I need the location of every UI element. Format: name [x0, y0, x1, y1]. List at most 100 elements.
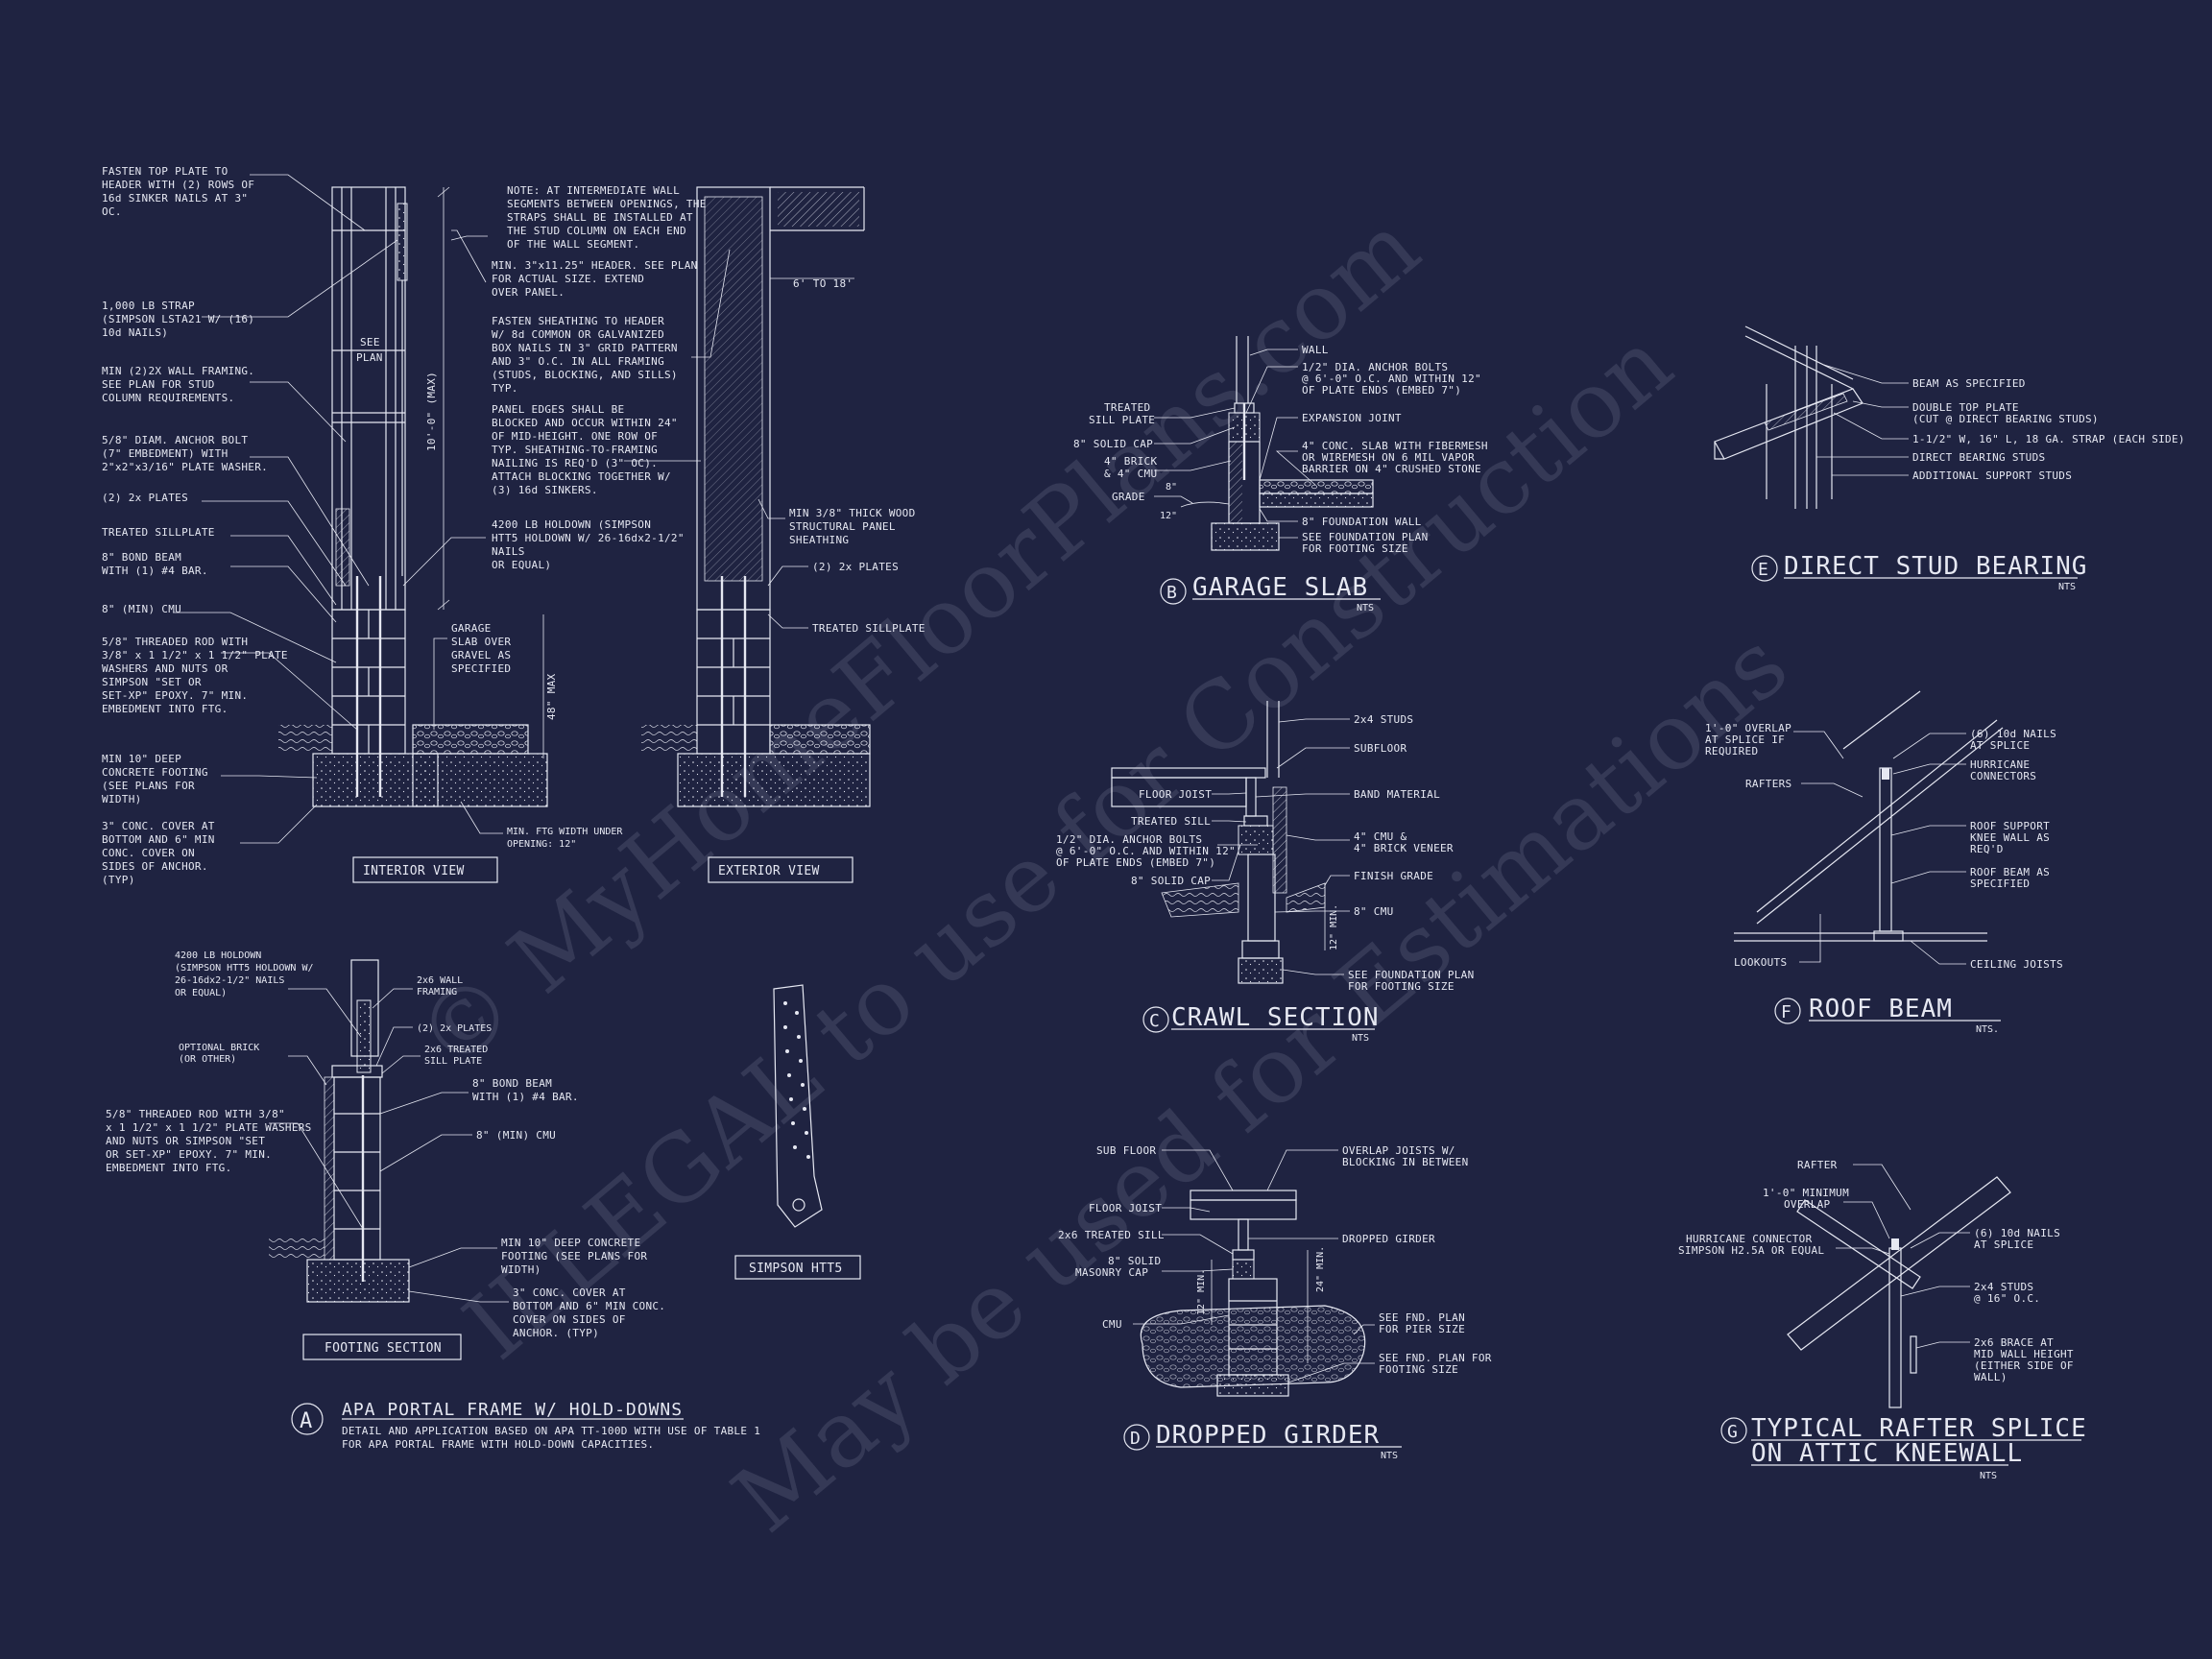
note-line: SIMPSON "SET OR [102, 676, 202, 688]
label: @ 16" O.C. [1974, 1292, 2040, 1305]
label: FOR FOOTING SIZE [1348, 980, 1455, 993]
label: AT SPLICE [1974, 1238, 2033, 1251]
label: FOOTING SIZE [1379, 1363, 1458, 1376]
note-line: (2) 2x PLATES [102, 492, 188, 504]
label: REQUIRED [1705, 745, 1758, 757]
label: FOR PIER SIZE [1379, 1323, 1465, 1335]
note-line: 1,000 LB STRAP [102, 300, 195, 312]
note-line: FOOTING (SEE PLANS FOR [501, 1250, 647, 1262]
note-line: NOTE: AT INTERMEDIATE WALL [507, 184, 680, 197]
label: REQ'D [1970, 843, 2004, 855]
detail-b-title: GARAGE SLAB [1192, 573, 1368, 602]
note-line: 2"x2"x3/16" PLATE WASHER. [102, 461, 268, 473]
label: 8" CMU [1354, 905, 1394, 918]
note-line: STRUCTURAL PANEL [789, 520, 896, 533]
label: SEE FOUNDATION PLAN [1348, 969, 1475, 981]
note-line: SHEATHING [789, 534, 849, 546]
note-line: COLUMN REQUIREMENTS. [102, 392, 234, 404]
label: TREATED [1104, 401, 1150, 414]
detail-a-subtitle-1: DETAIL AND APPLICATION BASED ON APA TT-1… [342, 1425, 760, 1437]
label: (CUT @ DIRECT BEARING STUDS) [1912, 413, 2099, 425]
label: OF PLATE ENDS (EMBED 7") [1302, 384, 1461, 397]
note-line: SET-XP" EPOXY. 7" MIN. [102, 689, 248, 702]
detail-d-scale: NTS [1381, 1451, 1398, 1461]
detail-c-scale: NTS [1352, 1033, 1369, 1044]
label: (EITHER SIDE OF [1974, 1359, 2074, 1372]
note-line: OPTIONAL BRICK [179, 1043, 259, 1053]
note-line: BOX NAILS IN 3" GRID PATTERN [492, 342, 678, 354]
note-line: PANEL EDGES SHALL BE [492, 403, 624, 416]
note-line: MIN (2)2X WALL FRAMING. [102, 365, 254, 377]
label: & 4" CMU [1104, 468, 1157, 480]
note-line: WASHERS AND NUTS OR [102, 662, 228, 675]
label: 4" BRICK [1104, 455, 1157, 468]
label: 2x6 TREATED SILL [1058, 1229, 1165, 1241]
note-line: HTT5 HOLDOWN W/ 26-16dx2-1/2" [492, 532, 685, 544]
label: 1'-0" MINIMUM [1763, 1187, 1849, 1199]
note-line: (SEE PLANS FOR [102, 780, 195, 792]
note-line: 3/8" x 1 1/2" x 1 1/2" PLATE [102, 649, 288, 661]
footing-section-label: FOOTING SECTION [325, 1341, 442, 1356]
note-line: FRAMING [417, 987, 457, 998]
label: RAFTER [1797, 1159, 1838, 1171]
detail-e-letter: E [1758, 560, 1769, 580]
note-line: FASTEN TOP PLATE TO [102, 165, 228, 178]
note-line: STRAPS SHALL BE INSTALLED AT [507, 211, 693, 224]
label: LOOKOUTS [1734, 956, 1787, 969]
label: 8" FOUNDATION WALL [1302, 516, 1422, 528]
label: OR WIREMESH ON 6 MIL VAPOR [1302, 451, 1475, 464]
detail-d-letter: D [1130, 1429, 1142, 1449]
note-line: SEE PLAN FOR STUD [102, 378, 215, 391]
note-line: MIN 3/8" THICK WOOD [789, 507, 916, 519]
note-line: SPECIFIED [451, 662, 511, 675]
label: SILL PLATE [1089, 414, 1155, 426]
detail-d-title: DROPPED GIRDER [1156, 1421, 1380, 1450]
note-line: 2x6 WALL [417, 975, 463, 986]
label: 2x4 STUDS [1354, 713, 1413, 726]
note-line: 10d NAILS) [102, 326, 168, 339]
note-line: TREATED SILLPLATE [812, 622, 926, 635]
label: (6) 10d NAILS [1974, 1227, 2060, 1239]
label: SUBFLOOR [1354, 742, 1407, 755]
detail-a-subtitle-2: FOR APA PORTAL FRAME WITH HOLD-DOWN CAPA… [342, 1438, 654, 1451]
note-line: BOTTOM AND 6" MIN CONC. [513, 1300, 665, 1312]
note-line: OR EQUAL) [175, 988, 227, 998]
dim-label: 8" [1166, 482, 1177, 493]
detail-a-title-block: A APA PORTAL FRAME W/ HOLD-DOWNS DETAIL … [291, 1400, 760, 1451]
label: SPECIFIED [1970, 878, 2030, 890]
note-line: BOTTOM AND 6" MIN [102, 833, 215, 846]
six-to-18-dim: 6' TO 18' [793, 277, 853, 290]
label: SEE FOUNDATION PLAN [1302, 531, 1429, 543]
note-line: 26-16dx2-1/2" NAILS [175, 975, 284, 986]
label: 1-1/2" W, 16" L, 18 GA. STRAP (EACH SIDE… [1912, 433, 2185, 445]
detail-d-dropped-girder: SUB FLOOR FLOOR JOIST 2x6 TREATED SILL 8… [1058, 1144, 1492, 1461]
label: DOUBLE TOP PLATE [1912, 401, 2019, 414]
label: RAFTERS [1745, 778, 1791, 790]
note-line: 4200 LB HOLDOWN (SIMPSON [492, 518, 651, 531]
label: SEE FND. PLAN FOR [1379, 1352, 1492, 1364]
label: SEE FND. PLAN [1379, 1311, 1465, 1324]
note-line: OC. [102, 205, 122, 218]
label: CMU [1102, 1318, 1122, 1331]
label: ROOF SUPPORT [1970, 820, 2050, 832]
note-line: 3" CONC. COVER AT [513, 1286, 626, 1299]
note-line: 5/8" DIAM. ANCHOR BOLT [102, 434, 248, 446]
note-line: NAILS [492, 545, 525, 558]
detail-a-middle-notes: NOTE: AT INTERMEDIATE WALL SEGMENTS BETW… [402, 184, 731, 850]
note-line: TREATED SILLPLATE [102, 526, 215, 539]
label: BEAM AS SPECIFIED [1912, 377, 2026, 390]
note-line: MIN 10" DEEP CONCRETE [501, 1237, 640, 1249]
note-line: FASTEN SHEATHING TO HEADER [492, 315, 664, 327]
note-line: (SIMPSON LSTA21 W/ (16) [102, 313, 254, 325]
detail-g-title-1: TYPICAL RAFTER SPLICE [1751, 1414, 2087, 1443]
label: 2x6 BRACE AT [1974, 1336, 2054, 1349]
label: FLOOR JOIST [1139, 788, 1212, 801]
note-line: CONCRETE FOOTING [102, 766, 208, 779]
detail-g-title-2: ON ATTIC KNEEWALL [1751, 1439, 2023, 1468]
note-line: MIN. 3"x11.25" HEADER. SEE PLAN [492, 259, 698, 272]
detail-f-title: ROOF BEAM [1809, 995, 1953, 1023]
note-line: OR EQUAL) [492, 559, 551, 571]
note-line: MIN 10" DEEP [102, 753, 181, 765]
note-line: W/ 8d COMMON OR GALVANIZED [492, 328, 664, 341]
note-line: HEADER WITH (2) ROWS OF [102, 179, 254, 191]
